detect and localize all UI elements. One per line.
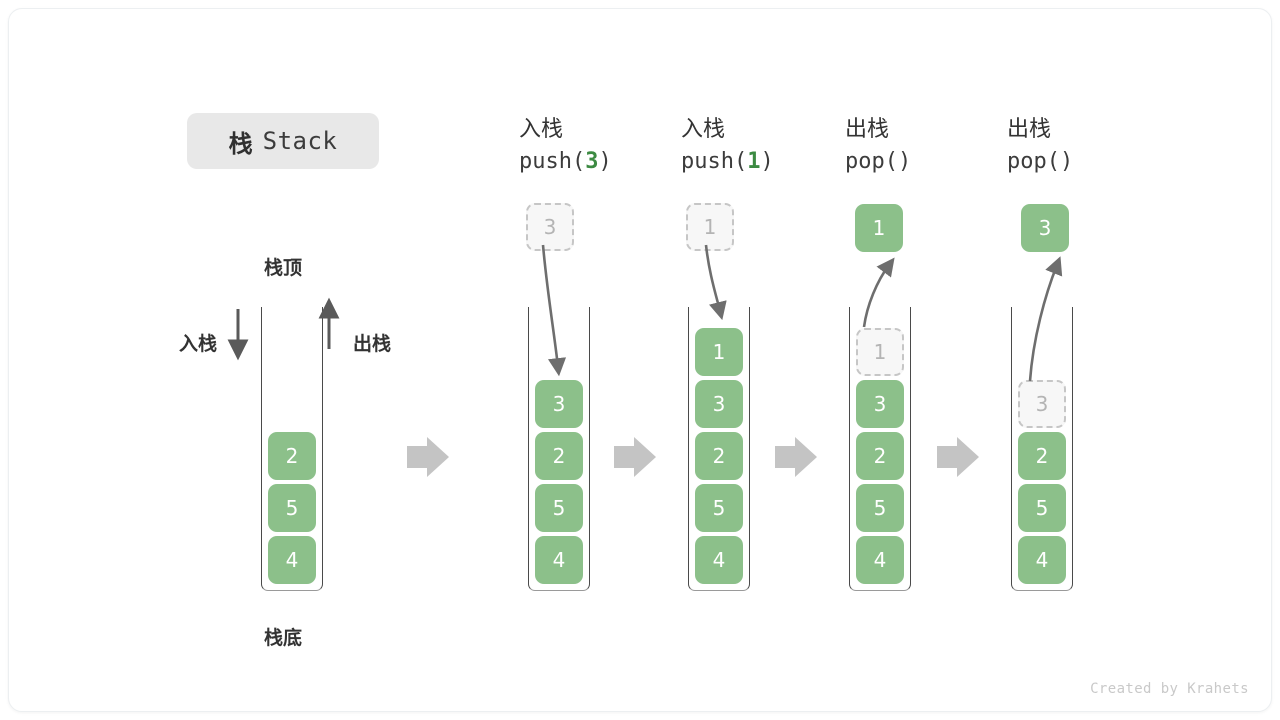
stack-wall [261, 307, 323, 591]
stack-cell: 3 [856, 380, 904, 428]
stack-cell: 4 [1018, 536, 1066, 584]
ghost-cell-push-3: 3 [526, 203, 574, 251]
step-op-cn: 入栈 [519, 117, 564, 142]
stack-cell: 5 [268, 484, 316, 532]
code-suffix: ) [598, 149, 612, 174]
code-arg: 1 [747, 149, 761, 174]
stack-container-push-1: 1 3 2 5 4 [688, 307, 750, 591]
stack-cell: 2 [535, 432, 583, 480]
stack-cell: 2 [695, 432, 743, 480]
popped-cell-1: 1 [855, 204, 903, 252]
ghost-cell-pop-1: 1 [856, 328, 904, 376]
stack-cell: 4 [268, 536, 316, 584]
stack-cell: 5 [535, 484, 583, 532]
step-op-code: push(3) [519, 145, 612, 179]
stack-cell: 5 [1018, 484, 1066, 532]
code-arg: 3 [585, 149, 599, 174]
flow-arrow-icon [614, 437, 656, 477]
figure-title-badge: 栈 Stack [187, 113, 379, 169]
stack-cell: 4 [695, 536, 743, 584]
stack-cell: 2 [1018, 432, 1066, 480]
ghost-cell-pop-3: 3 [1018, 380, 1066, 428]
stack-wall [1011, 307, 1073, 591]
flow-arrow-icon [407, 437, 449, 477]
push-1-curve-arrow-icon [704, 244, 727, 321]
stack-cell: 2 [856, 432, 904, 480]
stack-cell: 2 [268, 432, 316, 480]
stack-top-label: 栈顶 [264, 257, 303, 279]
push-direction-label: 入栈 [179, 333, 218, 355]
stack-cell: 5 [856, 484, 904, 532]
code-prefix: push( [519, 149, 586, 174]
step-header-push-1: 入栈 push(1) [681, 115, 774, 179]
stack-cell: 4 [856, 536, 904, 584]
stack-wall [528, 307, 590, 591]
step-op-cn: 出栈 [845, 117, 890, 142]
code-suffix: ) [760, 149, 774, 174]
stack-bottom-label: 栈底 [264, 627, 303, 649]
step-op-cn: 入栈 [681, 117, 726, 142]
flow-arrow-icon [937, 437, 979, 477]
code-prefix: pop( [845, 149, 898, 174]
stack-container-push-3: 3 2 5 4 [528, 307, 590, 591]
figure-card: 栈 Stack 栈顶 栈底 入栈 出栈 2 5 4 入栈 push(3) 3 3… [8, 8, 1272, 712]
stack-container-pop-1: 1 3 2 5 4 [849, 307, 911, 591]
code-suffix: ) [1059, 149, 1074, 174]
code-prefix: push( [681, 149, 748, 174]
step-op-code: push(1) [681, 145, 774, 179]
stack-cell: 4 [535, 536, 583, 584]
code-prefix: pop( [1007, 149, 1060, 174]
stack-cell: 3 [535, 380, 583, 428]
code-suffix: ) [897, 149, 912, 174]
figure-title-cn: 栈 [228, 129, 253, 158]
step-op-code: pop() [845, 145, 911, 179]
step-op-cn: 出栈 [1007, 117, 1052, 142]
ghost-cell-push-1: 1 [686, 203, 734, 251]
stack-container-initial: 2 5 4 [261, 307, 323, 591]
stack-cell: 1 [695, 328, 743, 376]
stack-wall [688, 307, 750, 591]
stack-cell: 5 [695, 484, 743, 532]
credit-text: Created by Krahets [1090, 681, 1249, 697]
popped-cell-3: 3 [1021, 204, 1069, 252]
stack-cell: 3 [695, 380, 743, 428]
stack-container-pop-3: 3 2 5 4 [1011, 307, 1073, 591]
stack-wall [849, 307, 911, 591]
step-header-pop-3: 出栈 pop() [1007, 115, 1073, 179]
pop-direction-label: 出栈 [353, 333, 392, 355]
flow-arrow-icon [775, 437, 817, 477]
diagram-stage: 栈 Stack 栈顶 栈底 入栈 出栈 2 5 4 入栈 push(3) 3 3… [9, 9, 1271, 711]
step-header-pop-1: 出栈 pop() [845, 115, 911, 179]
step-header-push-3: 入栈 push(3) [519, 115, 612, 179]
figure-title-en: Stack [262, 127, 338, 155]
step-op-code: pop() [1007, 145, 1073, 179]
